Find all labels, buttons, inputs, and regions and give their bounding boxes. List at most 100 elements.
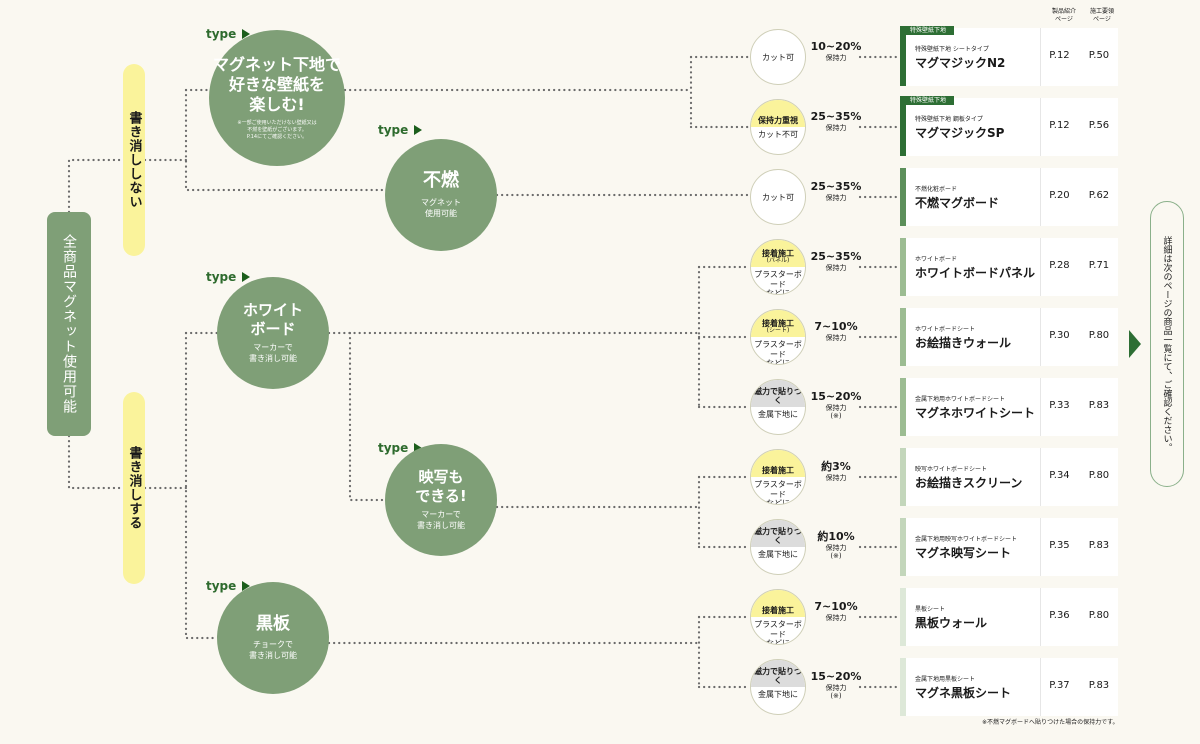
triangle-right-icon (414, 125, 423, 135)
method-top: 磁力で貼りつく (751, 380, 805, 407)
product-color-bar (900, 168, 906, 226)
retention-value: 25~35% (810, 180, 862, 193)
retention-value: 25~35% (810, 250, 862, 263)
product-category: 金属下地用ホワイトボードシート (915, 396, 1006, 403)
type-title-line: 黒板 (256, 614, 290, 635)
product-name: お絵描きウォール (915, 336, 1012, 350)
type-title-line: マグネット下地で (212, 55, 341, 74)
retention-label: 保持力 (825, 263, 847, 272)
method-bottom-label: プラスターボード などに (754, 270, 802, 295)
method-bottom-label: カット不可 (758, 130, 798, 139)
method-top-small: (シート) (766, 327, 790, 335)
install-page: P.62 (1088, 190, 1110, 201)
type-subtitle: マーカーで 書き消し可能 (249, 343, 297, 364)
type-label-4: type (206, 579, 251, 593)
product-color-bar (900, 238, 906, 296)
install-page: P.83 (1088, 540, 1110, 551)
method-bottom-label: プラスターボード などに (754, 340, 802, 365)
retention-label: 保持力 (825, 333, 847, 342)
intro-page: P.33 (1049, 400, 1070, 411)
product-name: マグネ黒板シート (915, 686, 1012, 700)
type-circle-1: 不燃マグネット 使用可能 (385, 139, 497, 251)
connector-path (67, 158, 136, 214)
method-top: 磁力で貼りつく (751, 520, 805, 547)
product-name: 不燃マグボード (915, 196, 1000, 210)
retention-note: (※) (830, 551, 842, 560)
type-label-text: type (206, 270, 237, 284)
type-subtitle: マグネット 使用可能 (421, 197, 461, 218)
product-name: マグマジックN2 (915, 56, 1006, 70)
retention-9: 15~20%保持力(※) (808, 670, 864, 700)
type-title-line: 楽しむ! (249, 95, 305, 114)
product-category: 映写ホワイトボードシート (915, 466, 988, 473)
method-top-label: 接着施工 (762, 248, 794, 258)
method-label: カット可 (762, 52, 794, 62)
product-category: 金属下地用映写ホワイトボードシート (915, 536, 1018, 543)
retention-label: 保持力 (825, 193, 847, 202)
method-circle-4: 接着施工(シート)プラスターボード などに (750, 309, 806, 365)
product-color-bar (900, 448, 906, 506)
intro-page: P.36 (1049, 610, 1070, 621)
divider (1040, 98, 1041, 156)
method-top: 接着施工 (751, 450, 805, 477)
guide-note: 詳細は次のページの商品一覧にて、ご確認ください。 (1150, 201, 1184, 487)
type-label-text: type (206, 579, 237, 593)
retention-label: 保持力 (825, 123, 847, 132)
product-color-bar (900, 308, 906, 366)
method-circle-6: 接着施工プラスターボード などに (750, 449, 806, 505)
type-label-1: type (378, 123, 423, 137)
method-top-label: 接着施工 (762, 605, 794, 615)
method-bottom-label: プラスターボード などに (754, 480, 802, 505)
product-name: 黒板ウォール (915, 616, 988, 630)
connector-path (67, 434, 136, 490)
type-title: ホワイトボード (243, 301, 303, 339)
product-category: 特殊壁紙下地 シートタイプ (915, 46, 989, 53)
install-page: P.71 (1088, 260, 1110, 271)
product-name: マグネホワイトシート (915, 406, 1036, 420)
col-header-intro-page: 製品紹介 ページ (1051, 8, 1076, 23)
method-bottom-label: 金属下地に (758, 410, 798, 419)
product-name: お絵描きスクリーン (915, 476, 1023, 490)
install-page: P.80 (1088, 330, 1110, 341)
product-color-bar (900, 378, 906, 436)
install-page: P.56 (1088, 120, 1110, 131)
method-top-small: (パネル) (766, 257, 790, 265)
divider (1040, 308, 1041, 366)
method-bottom-label: 金属下地に (758, 550, 798, 559)
method-circle-5: 磁力で貼りつく金属下地に (750, 379, 806, 435)
product-color-bar (900, 588, 906, 646)
product-name: マグマジックSP (915, 126, 1005, 140)
method-circle-8: 接着施工プラスターボード などに (750, 589, 806, 645)
type-subtitle: チョークで 書き消し可能 (249, 640, 297, 661)
method-bottom-label: プラスターボード などに (754, 620, 802, 645)
connector-path (184, 331, 219, 640)
retention-value: 15~20% (810, 670, 862, 683)
product-badge: 特殊壁紙下地 (900, 96, 955, 105)
retention-note: (※) (830, 691, 842, 700)
divider (1040, 28, 1041, 86)
retention-4: 7~10%保持力 (808, 320, 864, 342)
intro-page: P.12 (1049, 50, 1070, 61)
type-circle-0: マグネット下地で好きな壁紙を楽しむ!※一部ご使用いただけない壁紙又は 不燃を壁紙… (209, 30, 345, 166)
branch-no-erase: 書き消ししない (123, 64, 145, 256)
divider (1040, 168, 1041, 226)
type-label-text: type (206, 27, 237, 41)
product-category: 特殊壁紙下地 鋼板タイプ (915, 116, 983, 123)
retention-value: 約3% (821, 460, 851, 473)
type-label-text: type (378, 441, 409, 455)
type-label-0: type (206, 27, 251, 41)
type-title-line: できる! (415, 486, 467, 505)
method-label: カット可 (762, 192, 794, 202)
install-page: P.80 (1088, 610, 1110, 621)
method-top-label: 接着施工 (762, 465, 794, 475)
product-color-bar (900, 518, 906, 576)
type-circle-2: ホワイトボードマーカーで 書き消し可能 (217, 277, 329, 389)
retention-value: 7~10% (814, 320, 858, 333)
